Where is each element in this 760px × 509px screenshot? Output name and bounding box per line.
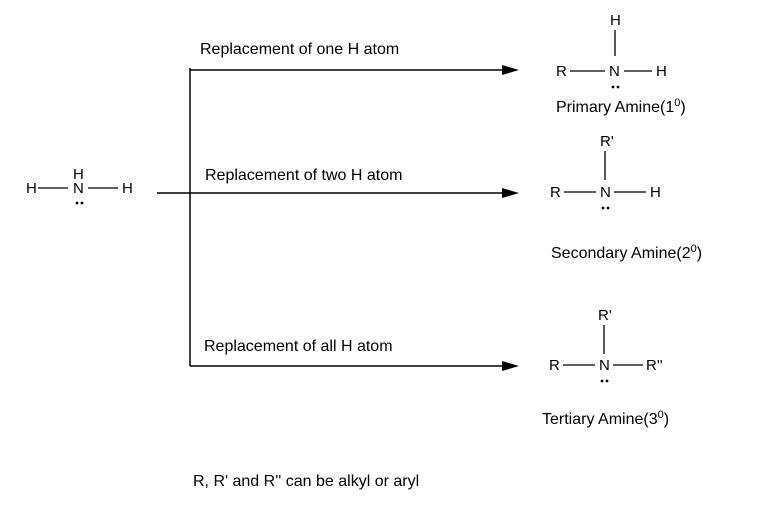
ammonia-structure: H H N H — [26, 166, 133, 205]
ammonia-left-h: H — [26, 180, 37, 197]
tertiary-top-r: R' — [598, 307, 612, 324]
footnote: R, R' and R'' can be alkyl or aryl — [193, 473, 419, 490]
primary-right-h: H — [656, 63, 667, 80]
tertiary-amine-structure: R' R N R'' Tertiary Amine(30) — [542, 307, 669, 428]
secondary-nitrogen: N — [600, 184, 611, 201]
primary-lone-pair-dot-1 — [611, 85, 615, 89]
secondary-lone-pair-dot-1 — [601, 206, 605, 210]
tertiary-r: R — [549, 357, 560, 374]
ammonia-lone-pair-dot-2 — [80, 201, 84, 205]
primary-top-h: H — [610, 12, 621, 29]
ammonia-top-h: H — [73, 166, 84, 183]
primary-amine-structure: H R N H Primary Amine(10) — [556, 12, 686, 116]
primary-nitrogen: N — [609, 63, 620, 80]
tertiary-nitrogen: N — [599, 357, 610, 374]
tertiary-lone-pair-dot-2 — [605, 379, 609, 383]
secondary-amine-label: Secondary Amine(20) — [551, 243, 702, 262]
tertiary-right-r: R'' — [646, 357, 663, 374]
ammonia-right-h: H — [122, 180, 133, 197]
reaction-branches: Replacement of one H atom Replacement of… — [157, 41, 519, 371]
arrow-secondary-head — [502, 188, 519, 198]
primary-amine-label: Primary Amine(10) — [556, 97, 686, 116]
primary-lone-pair-dot-2 — [616, 85, 620, 89]
tertiary-lone-pair-dot-1 — [600, 379, 604, 383]
secondary-amine-structure: R' R N H Secondary Amine(20) — [550, 133, 702, 262]
secondary-r: R — [550, 184, 561, 201]
path-label-one-h: Replacement of one H atom — [200, 41, 399, 58]
tertiary-amine-label: Tertiary Amine(30) — [542, 409, 669, 428]
secondary-top-r: R' — [600, 133, 614, 150]
path-label-two-h: Replacement of two H atom — [205, 167, 402, 184]
ammonia-nitrogen: N — [73, 180, 84, 197]
primary-r: R — [556, 63, 567, 80]
secondary-right-h: H — [650, 184, 661, 201]
path-label-all-h: Replacement of all H atom — [204, 338, 393, 355]
ammonia-lone-pair-dot-1 — [75, 201, 79, 205]
arrow-primary-head — [502, 65, 519, 75]
secondary-lone-pair-dot-2 — [606, 206, 610, 210]
arrow-tertiary-head — [502, 361, 519, 371]
